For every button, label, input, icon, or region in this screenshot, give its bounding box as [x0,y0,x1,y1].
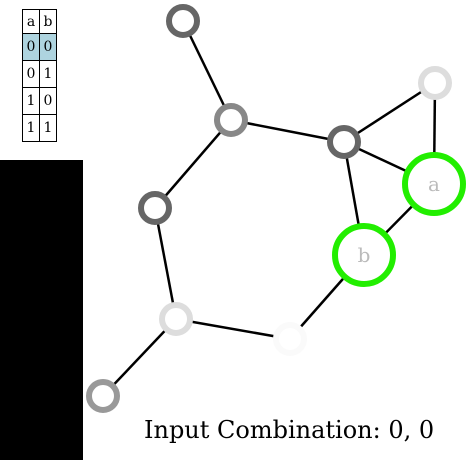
graph-edge [230,118,345,144]
node-circle [214,103,248,137]
graph-edge [343,81,436,144]
node-circle [402,152,466,216]
node-circle [159,302,193,336]
node-label: b [358,243,371,267]
truth-table-cell-b: 1 [39,114,57,142]
node-circle [138,191,172,225]
graph-node-b: b [332,223,396,287]
node-circle [418,66,452,100]
graph-node-a: a [402,152,466,216]
truth-table-row: 0 0 [22,33,57,61]
graph-node [273,322,307,356]
truth-table-cell-b: 0 [39,33,57,61]
graph-edge [153,207,178,320]
truth-table-row: 1 0 [22,87,57,115]
graph-node [138,191,172,225]
graph-node [214,103,248,137]
node-circle [273,322,307,356]
graph-edge [154,119,232,209]
node-circle [332,223,396,287]
graph-node [418,66,452,100]
node-label: a [428,172,440,196]
graph-node [327,125,361,159]
graph-nodes: ab [86,4,466,413]
node-circle [86,379,120,413]
graph-edge [102,318,177,397]
truth-table-row: 1 1 [22,114,57,142]
black-panel [0,160,83,460]
graph-node [86,379,120,413]
graph-node [159,302,193,336]
node-circle [166,4,200,38]
node-circle [327,125,361,159]
truth-table-header-row: a b [22,9,57,34]
graph-edge [175,317,291,341]
truth-table-cell-b: 1 [39,60,57,88]
truth-table: a b 0 0 0 1 1 0 1 1 [22,9,57,142]
graph-edge [181,20,233,121]
graph-node [166,4,200,38]
input-combination-label: Input Combination: 0, 0 [144,416,435,444]
